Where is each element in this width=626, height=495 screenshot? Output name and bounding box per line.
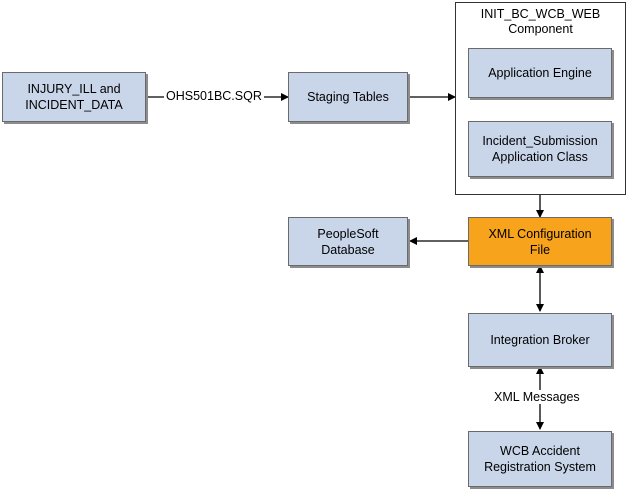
node-integration-broker-label: Integration Broker <box>490 333 590 347</box>
node-peoplesoft-database: PeopleSoft Database <box>288 217 408 266</box>
node-injury-incident-data: INJURY_ILL and INCIDENT_DATA <box>2 72 146 122</box>
node-xml-configuration-file-label: XML Configuration File <box>488 226 592 257</box>
node-staging-tables: Staging Tables <box>288 72 408 122</box>
node-incident-submission-class-label: Incident_Submission Application Class <box>482 134 598 164</box>
node-wcb-registration-system-label: WCB Accident Registration System <box>484 444 596 474</box>
component-title: INIT_BC_WCB_WEB Component <box>480 7 601 36</box>
edge-label-xml-messages: XML Messages <box>492 390 582 404</box>
node-peoplesoft-database-label: PeopleSoft Database <box>317 226 379 257</box>
node-incident-submission-class: Incident_Submission Application Class <box>468 121 612 177</box>
node-xml-configuration-file: XML Configuration File <box>468 217 612 266</box>
node-integration-broker: Integration Broker <box>468 313 612 367</box>
node-injury-incident-data-label: INJURY_ILL and INCIDENT_DATA <box>25 82 123 112</box>
node-application-engine: Application Engine <box>468 48 612 98</box>
node-staging-tables-label: Staging Tables <box>307 90 389 104</box>
edge-label-sqr: OHS501BC.SQR <box>164 89 264 103</box>
node-wcb-registration-system: WCB Accident Registration System <box>468 431 612 487</box>
node-application-engine-label: Application Engine <box>488 66 592 80</box>
